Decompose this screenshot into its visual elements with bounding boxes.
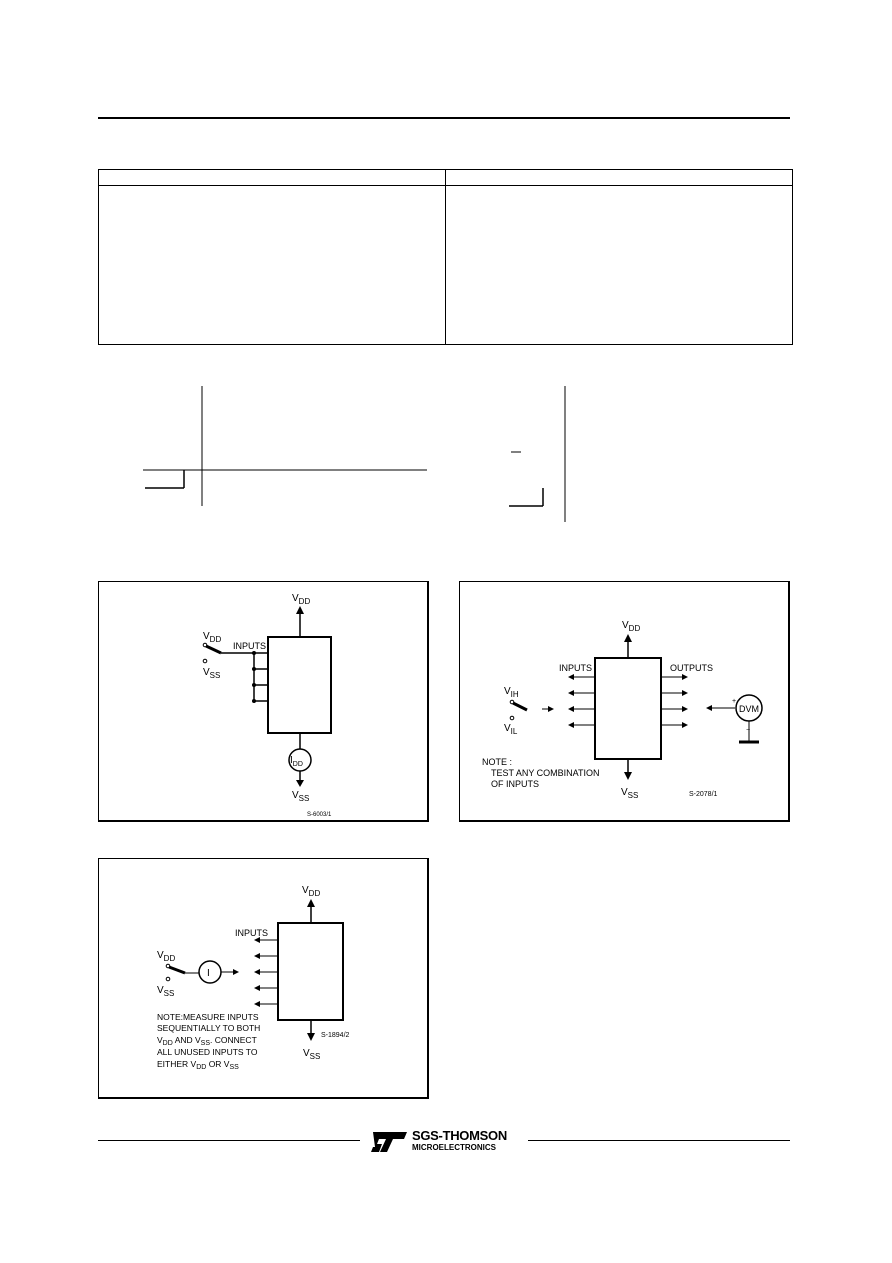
note-line-3: OF INPUTS bbox=[491, 779, 539, 789]
svg-text:VDD: VDD bbox=[203, 631, 221, 644]
idd-test-circuit: VDD VDD VSS INPUTS IDD VSS S-6003/1 bbox=[202, 593, 332, 818]
switch-icon bbox=[168, 965, 186, 975]
svg-text:IDD: IDD bbox=[290, 755, 303, 768]
outputs-label: OUTPUTS bbox=[670, 663, 713, 673]
vss-label: V bbox=[292, 790, 299, 801]
svg-text:+: + bbox=[732, 698, 736, 705]
inputs-label: INPUTS bbox=[235, 928, 268, 938]
figure-idd-test: VDD VDD VSS INPUTS IDD VSS S-6003/1 bbox=[98, 581, 429, 822]
vdd-arrow-icon bbox=[307, 899, 315, 907]
leakage-test-circuit: VDD INPUTS VDD VSS I VSS S-1894/2 NOTE:M… bbox=[157, 885, 350, 1071]
svg-text:VDD: VDD bbox=[622, 620, 640, 633]
table-column-divider bbox=[445, 169, 446, 345]
figure-leakage-test: VDD INPUTS VDD VSS I VSS S-1894/2 NOTE:M… bbox=[98, 858, 429, 1099]
figure-code: S-2078/1 bbox=[689, 791, 718, 798]
footer-rule-right bbox=[528, 1140, 790, 1141]
note-line-2: SEQUENTIALLY TO BOTH bbox=[157, 1023, 260, 1033]
figure-voltage-test: VDD INPUTS VIH VIL OUTPUTS DVM + bbox=[459, 581, 790, 822]
vdd-label: V bbox=[292, 593, 299, 604]
current-meter-icon bbox=[198, 960, 222, 984]
note-line-1: NOTE:MEASURE INPUTS bbox=[157, 1012, 259, 1022]
inputs-label: INPUTS bbox=[233, 641, 266, 651]
svg-text:VDD: VDD bbox=[292, 593, 310, 606]
note-line-5: EITHER VDD OR VSS bbox=[157, 1059, 239, 1071]
note-line-1: NOTE : bbox=[482, 757, 512, 767]
vdd-arrow-icon bbox=[624, 634, 632, 642]
footer-rule-left bbox=[98, 1140, 360, 1141]
switch-icon bbox=[205, 644, 222, 655]
svg-text:VSS: VSS bbox=[292, 790, 309, 803]
svg-text:VDD: VDD bbox=[157, 950, 175, 963]
st-logo-icon bbox=[371, 1132, 407, 1152]
svg-text:VSS: VSS bbox=[157, 985, 174, 998]
svg-text:VIL: VIL bbox=[504, 723, 518, 736]
svg-text:VIH: VIH bbox=[504, 686, 519, 699]
company-name: SGS-THOMSON bbox=[412, 1128, 507, 1143]
inputs-label: INPUTS bbox=[559, 663, 592, 673]
switch-icon bbox=[512, 701, 528, 712]
svg-text:VSS: VSS bbox=[203, 667, 220, 680]
vss-arrow-icon bbox=[296, 780, 304, 787]
vdd-arrow-icon bbox=[296, 606, 304, 614]
svg-text:VDD: VDD bbox=[302, 885, 320, 898]
svg-text:DVM: DVM bbox=[739, 704, 759, 714]
svg-text:VSS: VSS bbox=[621, 787, 638, 800]
vss-arrow-icon bbox=[624, 772, 632, 780]
chip-block bbox=[277, 922, 344, 1021]
svg-text:−: − bbox=[746, 727, 750, 734]
note-line-3: VDD AND VSS. CONNECT bbox=[157, 1035, 257, 1047]
figure-code: S-1894/2 bbox=[321, 1032, 350, 1039]
svg-text:VSS: VSS bbox=[303, 1048, 320, 1061]
header-rule bbox=[98, 117, 790, 119]
note-line-4: ALL UNUSED INPUTS TO bbox=[157, 1047, 258, 1057]
timing-lines bbox=[143, 386, 566, 522]
note-line-2: TEST ANY COMBINATION bbox=[491, 768, 600, 778]
chip-block bbox=[594, 657, 662, 760]
svg-text:I: I bbox=[207, 968, 210, 979]
voltage-test-circuit: VDD INPUTS VIH VIL OUTPUTS DVM + bbox=[482, 620, 763, 800]
vss-arrow-icon bbox=[307, 1033, 315, 1041]
chip-block bbox=[267, 636, 332, 734]
figure-code: S-6003/1 bbox=[307, 812, 332, 818]
division-name: MICROELECTRONICS bbox=[412, 1143, 496, 1152]
